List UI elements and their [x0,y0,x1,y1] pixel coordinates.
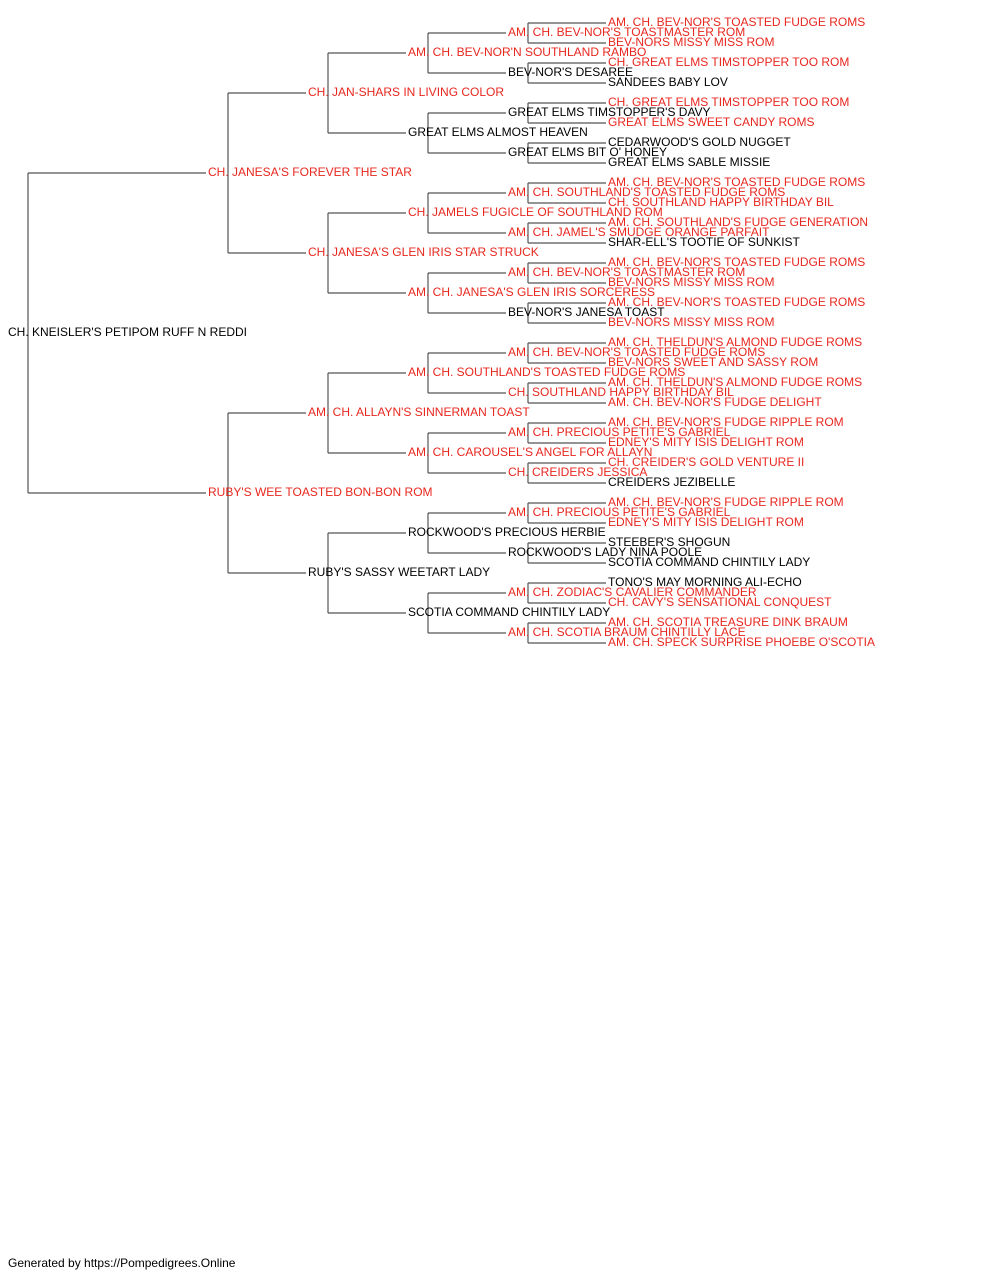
ancestor-gen5-21: AM. CH. BEV-NOR'S FUDGE RIPPLE ROM [608,415,844,429]
ancestor-gen5-16: BEV-NORS MISSY MISS ROM [608,315,774,329]
ancestor-gen5-6: GREAT ELMS SWEET CANDY ROMS [608,115,814,129]
ancestor-gen3-2: GREAT ELMS ALMOST HEAVEN [408,125,588,139]
ancestor-gen4-10: CH. SOUTHLAND HAPPY BIRTHDAY BIL [508,385,734,399]
ancestor-gen5-26: EDNEY'S MITY ISIS DELIGHT ROM [608,515,804,529]
ancestor-gen4-11: AM. CH. PRECIOUS PETITE'S GABRIEL [508,425,731,439]
ancestor-gen3-7: ROCKWOOD'S PRECIOUS HERBIE [408,525,606,539]
ancestor-gen2-2: CH. JANESA'S GLEN IRIS STAR STRUCK [308,245,539,259]
ancestor-gen5-22: EDNEY'S MITY ISIS DELIGHT ROM [608,435,804,449]
ancestor-gen5-19: AM. CH. THELDUN'S ALMOND FUDGE ROMS [608,375,862,389]
ancestor-gen5-31: AM. CH. SCOTIA TREASURE DINK BRAUM [608,615,848,629]
ancestor-gen5-3: CH. GREAT ELMS TIMSTOPPER TOO ROM [608,55,849,69]
ancestor-gen5-11: AM. CH. SOUTHLAND'S FUDGE GENERATION [608,215,868,229]
ancestor-gen5-23: CH. CREIDER'S GOLD VENTURE II [608,455,804,469]
ancestor-gen4-9: AM. CH. BEV-NOR'S TOASTED FUDGE ROMS [508,345,765,359]
ancestor-gen4-1: AM. CH. BEV-NOR'S TOASTMASTER ROM [508,25,745,39]
ancestor-gen4-4: GREAT ELMS BIT O' HONEY [508,145,667,159]
ancestor-gen5-32: AM. CH. SPECK SURPRISE PHOEBE O'SCOTIA [608,635,875,649]
ancestor-gen5-2: BEV-NORS MISSY MISS ROM [608,35,774,49]
pedigree-tree: CH. KNEISLER'S PETIPOM RUFF N REDDI CH. J… [8,15,875,649]
ancestor-gen1-1: CH. JANESA'S FOREVER THE STAR [208,165,412,179]
ancestor-gen2-1: CH. JAN-SHARS IN LIVING COLOR [308,85,504,99]
ancestor-gen4-3: GREAT ELMS TIMSTOPPER'S DAVY [508,105,711,119]
ancestor-gen4-5: AM. CH. SOUTHLAND'S TOASTED FUDGE ROMS [508,185,785,199]
ancestor-gen4-8: BEV-NOR'S JANESA TOAST [508,305,665,319]
ancestor-gen4-13: AM. CH. PRECIOUS PETITE'S GABRIEL [508,505,731,519]
ancestor-gen5-29: TONO'S MAY MORNING ALI-ECHO [608,575,802,589]
ancestor-gen5-14: BEV-NORS MISSY MISS ROM [608,275,774,289]
ancestor-gen5-13: AM. CH. BEV-NOR'S TOASTED FUDGE ROMS [608,255,865,269]
ancestor-gen4-14: ROCKWOOD'S LADY NINA POOLE [508,545,702,559]
ancestor-gen1-2: RUBY'S WEE TOASTED BON-BON ROM [208,485,433,499]
ancestor-gen4-12: CH. CREIDERS JESSICA [508,465,647,479]
ancestor-gen5-17: AM. CH. THELDUN'S ALMOND FUDGE ROMS [608,335,862,349]
ancestor-gen5-10: CH. SOUTHLAND HAPPY BIRTHDAY BIL [608,195,834,209]
ancestor-gen5-5: CH. GREAT ELMS TIMSTOPPER TOO ROM [608,95,849,109]
ancestor-gen5-20: AM. CH. BEV-NOR'S FUDGE DELIGHT [608,395,822,409]
ancestor-gen5-24: CREIDERS JEZIBELLE [608,475,735,489]
ancestor-gen4-15: AM. CH. ZODIAC'S CAVALIER COMMANDER [508,585,757,599]
ancestor-gen5-15: AM. CH. BEV-NOR'S TOASTED FUDGE ROMS [608,295,865,309]
ancestor-gen5-9: AM. CH. BEV-NOR'S TOASTED FUDGE ROMS [608,175,865,189]
ancestor-gen4-2: BEV-NOR'S DESAREE [508,65,633,79]
ancestor-gen5-28: SCOTIA COMMAND CHINTILY LADY [608,555,810,569]
ancestor-gen3-3: CH. JAMELS FUGICLE OF SOUTHLAND ROM [408,205,663,219]
ancestor-gen5-18: BEV-NORS SWEET AND SASSY ROM [608,355,818,369]
ancestor-gen4-16: AM. CH. SCOTIA BRAUM CHINTILLY LACE [508,625,746,639]
generated-by-footer: Generated by https://Pompedigrees.Online [8,1256,236,1270]
ancestor-gen5-7: CEDARWOOD'S GOLD NUGGET [608,135,791,149]
ancestor-gen3-5: AM. CH. SOUTHLAND'S TOASTED FUDGE ROMS [408,365,685,379]
ancestor-gen2-3: AM. CH. ALLAYN'S SINNERMAN TOAST [308,405,530,419]
ancestor-gen2-4: RUBY'S SASSY WEETART LADY [308,565,490,579]
ancestor-gen3-4: AM. CH. JANESA'S GLEN IRIS SORCERESS [408,285,655,299]
ancestor-gen4-7: AM. CH. BEV-NOR'S TOASTMASTER ROM [508,265,745,279]
ancestor-gen5-4: SANDEES BABY LOV [608,75,728,89]
ancestor-gen5-12: SHAR-ELL'S TOOTIE OF SUNKIST [608,235,801,249]
ancestor-gen5-8: GREAT ELMS SABLE MISSIE [608,155,770,169]
subject-dog-name: CH. KNEISLER'S PETIPOM RUFF N REDDI [8,325,247,339]
ancestor-gen3-1: AM. CH. BEV-NOR'N SOUTHLAND RAMBO [408,45,646,59]
ancestor-gen3-6: AM. CH. CAROUSEL'S ANGEL FOR ALLAYN [408,445,652,459]
ancestor-gen5-1: AM. CH. BEV-NOR'S TOASTED FUDGE ROMS [608,15,865,29]
ancestor-gen5-30: CH. CAVY'S SENSATIONAL CONQUEST [608,595,832,609]
ancestor-gen4-6: AM. CH. JAMEL'S SMUDGE ORANGE PARFAIT [508,225,770,239]
ancestor-gen5-25: AM. CH. BEV-NOR'S FUDGE RIPPLE ROM [608,495,844,509]
ancestor-gen5-27: STEEBER'S SHOGUN [608,535,730,549]
ancestor-gen3-8: SCOTIA COMMAND CHINTILY LADY [408,605,610,619]
